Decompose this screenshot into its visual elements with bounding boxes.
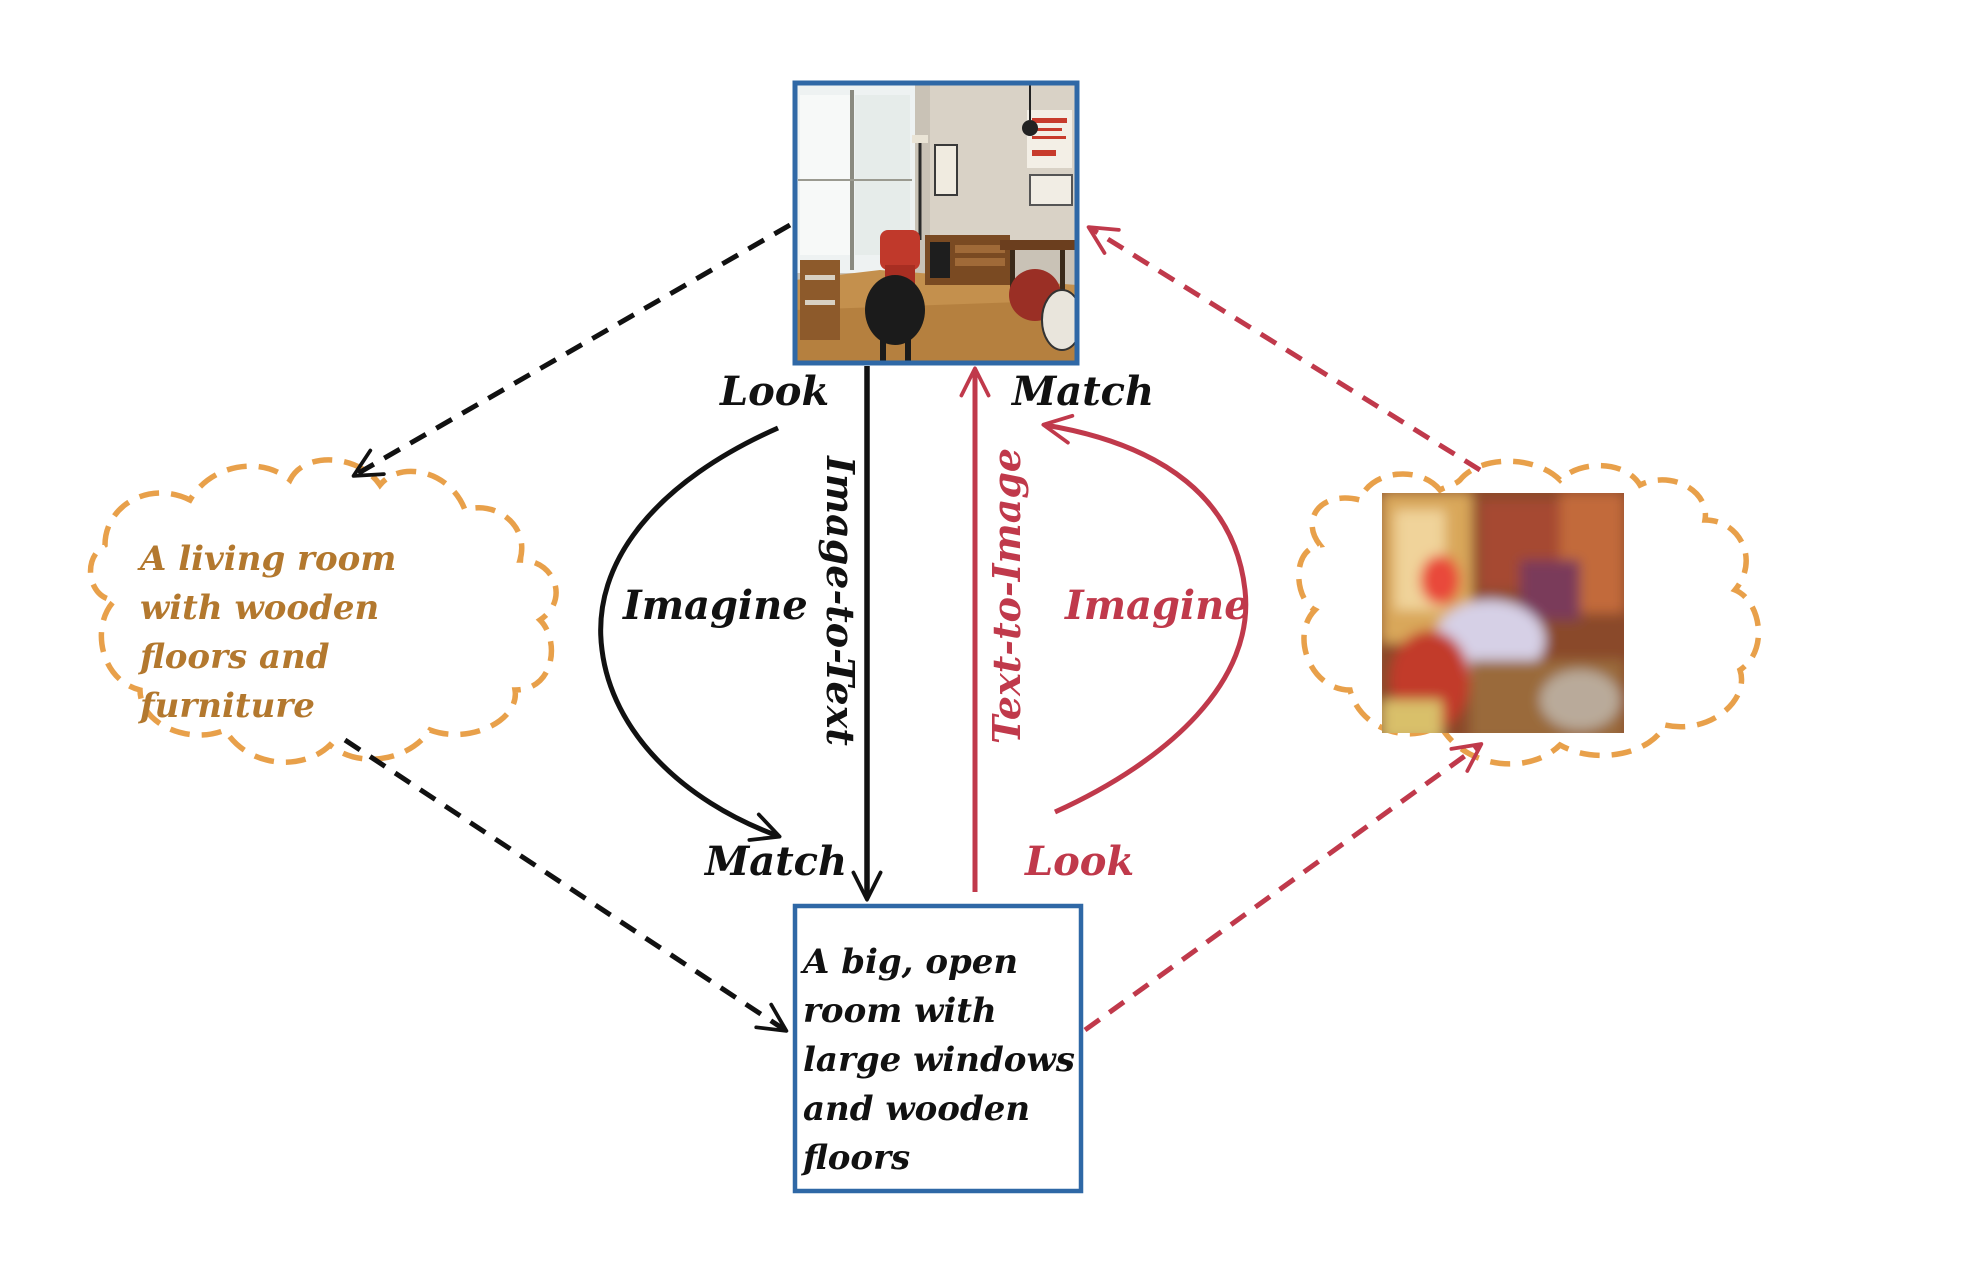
match-bottom-label: Match	[705, 838, 848, 885]
match-top-label: Match	[1012, 368, 1155, 415]
right-thought-cloud	[1296, 458, 1762, 767]
generated-to-photo-dashed-arrow	[1086, 225, 1482, 473]
imagine-right-arrow	[1041, 413, 1249, 815]
imagine-left-label: Imagine	[623, 582, 808, 629]
imagine-left-arrow	[598, 425, 782, 842]
photo-frame	[792, 80, 1080, 366]
thought-to-caption-dashed-arrow	[343, 737, 789, 1033]
left-thought-text: A living room with wooden floors and fur…	[140, 539, 397, 726]
blurry-generated-room-image	[1382, 493, 1624, 733]
look-bottom-label: Look	[1025, 838, 1135, 885]
imagine-right-label: Imagine	[1065, 582, 1250, 629]
image-to-text-label: Image-to-Text	[818, 456, 863, 746]
look-top-label: Look	[720, 368, 830, 415]
text-to-image-label: Text-to-Image	[984, 447, 1029, 744]
left-thought-cloud	[87, 457, 559, 765]
caption-box	[792, 903, 1084, 1194]
living-room-photo	[795, 83, 1077, 363]
caption-to-generated-dashed-arrow	[1083, 742, 1484, 1033]
photo-to-thought-dashed-arrow	[351, 222, 792, 478]
caption-box-text: A big, open room with large windows and …	[803, 942, 1075, 1178]
